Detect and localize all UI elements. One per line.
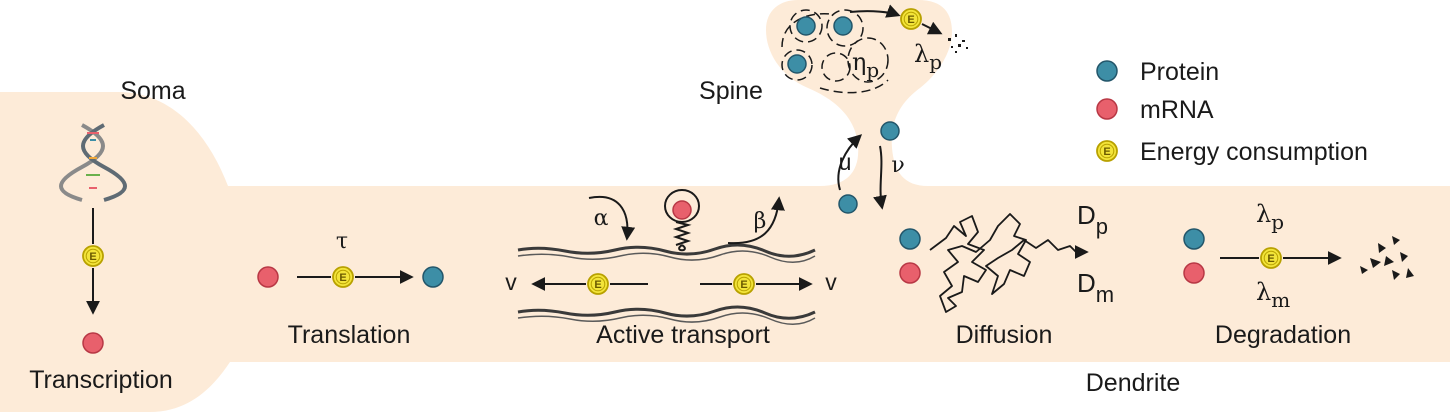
translation-energy-coin-icon xyxy=(332,266,354,288)
degradation-mrna-icon xyxy=(1183,262,1205,284)
diffusion-process: Dp Dm Diffusion xyxy=(899,200,1114,349)
velocity-left-symbol: v xyxy=(505,269,517,295)
dna-helix-icon xyxy=(59,123,127,202)
lambda-m-symbol: λm xyxy=(1256,278,1290,312)
spine-head-protein-3-icon xyxy=(787,54,807,74)
velocity-right-symbol: v xyxy=(825,269,837,295)
dendrite-protein-icon xyxy=(838,194,858,214)
transcription-label: Transcription xyxy=(29,366,173,394)
tau-symbol: τ xyxy=(336,229,348,254)
microtubule-top xyxy=(517,243,816,258)
degradation-process: λp λm Degradation xyxy=(1183,200,1414,349)
alpha-symbol: α xyxy=(594,206,609,231)
translation-process: τ Translation xyxy=(257,229,444,349)
degradation-label: Degradation xyxy=(1215,321,1351,349)
eta-symbol: ηp xyxy=(852,48,879,82)
degradation-energy-coin-icon xyxy=(1260,247,1282,269)
lambda-spine-symbol: λp xyxy=(914,40,942,74)
translation-label: Translation xyxy=(288,321,411,349)
diffusion-protein-icon xyxy=(899,228,921,250)
spine-head-protein-1-icon xyxy=(796,16,816,36)
translation-protein-icon xyxy=(422,266,444,288)
transport-right-energy-coin-icon xyxy=(733,273,755,295)
spine-head: ηp λp xyxy=(781,4,968,94)
spine-head-protein-2-icon xyxy=(833,16,853,36)
spine-exchange: u ν xyxy=(837,121,905,214)
legend: Protein mRNA Energy consumption xyxy=(1096,58,1368,166)
ribosome-icon xyxy=(664,189,700,252)
legend-energy-label: Energy consumption xyxy=(1140,138,1368,166)
degradation-protein-icon xyxy=(1183,228,1205,250)
transcription-mrna-icon xyxy=(82,332,104,354)
diffusion-label: Diffusion xyxy=(956,321,1053,349)
soma-label: Soma xyxy=(120,77,185,105)
transcription-energy-coin-icon xyxy=(82,245,104,267)
transcription-process: Transcription xyxy=(29,123,173,394)
diffusion-random-walk xyxy=(929,213,1077,313)
Dm-symbol: Dm xyxy=(1077,268,1114,307)
nu-symbol: ν xyxy=(891,153,904,178)
diffusion-mrna-icon xyxy=(899,262,921,284)
legend-protein-label: Protein xyxy=(1140,58,1219,86)
beta-symbol: β xyxy=(754,209,767,234)
microtubule-bottom xyxy=(517,305,816,320)
legend-mrna-label: mRNA xyxy=(1140,96,1214,124)
spine-energy-coin-icon xyxy=(900,8,922,30)
translation-mrna-icon xyxy=(257,266,279,288)
degradation-fragments-icon xyxy=(1360,236,1414,280)
lambda-p-symbol: λp xyxy=(1256,200,1284,234)
legend-energy-coin-icon xyxy=(1096,140,1118,162)
dendrite-label: Dendrite xyxy=(1086,369,1181,397)
active-transport-label: Active transport xyxy=(596,321,770,349)
transport-left-energy-coin-icon xyxy=(587,273,609,295)
legend-mrna-icon xyxy=(1096,98,1118,120)
spine-label: Spine xyxy=(699,77,763,105)
legend-protein-icon xyxy=(1096,60,1118,82)
Dp-symbol: Dp xyxy=(1077,200,1108,239)
spine-fragments-icon xyxy=(948,34,968,53)
spine-protein-icon xyxy=(880,121,900,141)
active-transport-process: α β v v Active transport xyxy=(505,189,837,349)
u-symbol: u xyxy=(839,149,852,175)
